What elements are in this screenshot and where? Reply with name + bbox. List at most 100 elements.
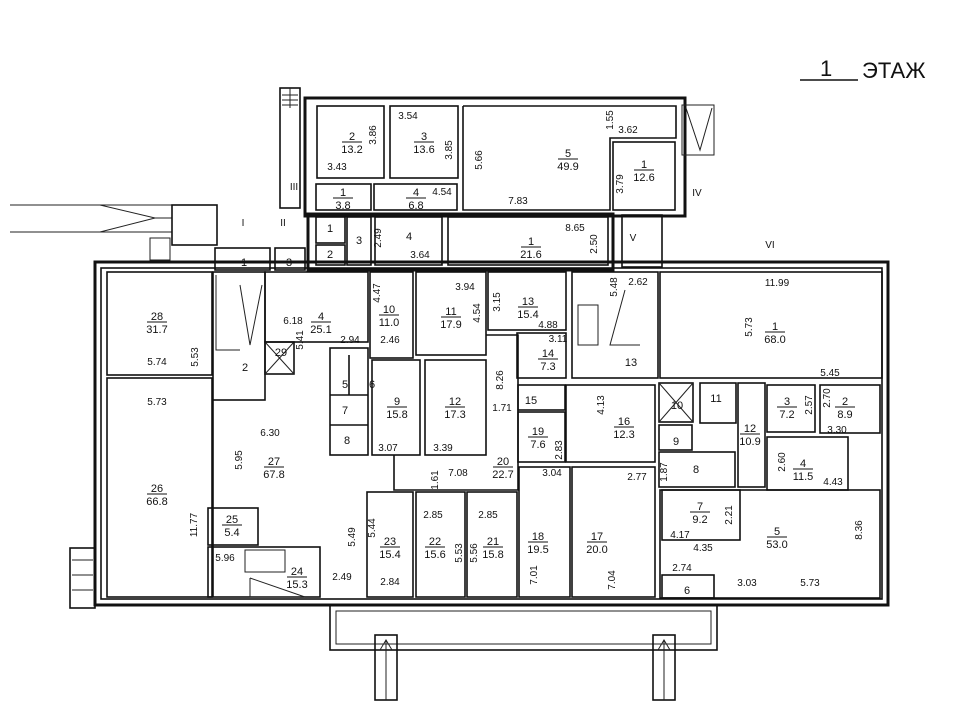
room-m19: 197.6 [528,426,548,451]
room-number: 14 [542,348,554,360]
dimension-label: 5.73 [147,397,167,408]
room-number: 3 [421,131,427,143]
dimension-label: 2.57 [804,395,815,415]
dimension-label: 7.08 [448,468,468,479]
annex-stair [279,87,301,209]
dimension-label: 5.66 [474,150,485,170]
room-number-plain: 6 [369,379,375,391]
room-number: 18 [532,531,544,543]
room-u2: 213.2 [341,131,362,156]
dimension-label: 2.77 [627,472,647,483]
dimension-label: 2.85 [478,510,498,521]
dimension-label: 4.47 [372,283,383,303]
room-area: 15.4 [517,309,538,321]
room-number-plain: 29 [275,347,287,359]
dimension-label: 4.43 [823,477,843,488]
room-number: 3 [784,396,790,408]
entrance-label: VI [765,240,774,251]
room-number: 26 [151,483,163,495]
dimension-label: 7.01 [529,565,540,585]
dimension-label: 3.62 [618,125,638,136]
room-number: 9 [394,396,400,408]
room-number: 19 [532,426,544,438]
dimension-label: 3.03 [737,578,757,589]
room-area: 19.5 [527,544,548,556]
room-number: 28 [151,311,163,323]
room-number: 1 [772,321,778,333]
dimension-label: 3.43 [327,162,347,173]
room-area: 12.6 [633,172,654,184]
entrance-label: IV [692,188,702,199]
dimension-label: 2.85 [423,510,443,521]
room-area: 22.7 [492,469,513,481]
room-area: 13.2 [341,144,362,156]
room-number-plain: 1 [241,257,247,269]
room-r7: 79.2 [690,501,710,526]
room-number-plain: 5 [342,379,348,391]
entrance-label: II [280,218,286,229]
dimension-label: 5.49 [347,527,358,547]
entrance-label: I [242,218,245,229]
dimension-label: 5.56 [469,543,480,563]
room-number: 11 [445,306,456,318]
dimension-label: 1.71 [492,403,512,414]
dimension-label: 3.07 [378,443,398,454]
dimension-label: 2.21 [724,505,735,525]
room-number-plain: 8 [693,464,699,476]
room-area: 15.4 [379,549,400,561]
dimension-label: 3.79 [615,174,626,194]
room-number: 7 [697,501,703,513]
room-area: 53.0 [766,539,787,551]
room-number: 12 [449,396,461,408]
room-number: 1 [528,236,534,248]
room-number: 23 [384,536,396,548]
room-r4: 411.5 [793,458,814,483]
room-area: 11.5 [793,471,814,483]
room-r2: 28.9 [835,396,855,421]
room-number: 2 [842,396,848,408]
room-number-plain: 6 [684,585,690,597]
room-number-plain: 10 [671,400,683,412]
dimension-label: 2.70 [822,388,833,408]
room-number-plain: 2 [327,249,333,261]
room-u1b: 13.8 [333,187,353,212]
room-number-plain: 3 [286,257,292,269]
dimension-label: 3.54 [398,111,418,122]
dimension-label: 5.44 [367,518,378,538]
room-u3: 313.6 [413,131,434,156]
room-area: 8.9 [837,409,852,421]
room-r3: 37.2 [777,396,797,421]
dimension-label: 4.54 [432,187,452,198]
dimension-label: 3.64 [410,250,430,261]
room-area: 31.7 [146,324,167,336]
room-number: 13 [522,296,534,308]
dimension-label: 5.48 [609,277,620,297]
room-area: 15.3 [286,579,307,591]
room-r5: 553.0 [766,526,787,551]
room-number: 17 [591,531,603,543]
dimension-label: 6.18 [283,316,303,327]
room-u1a: 112.6 [633,159,654,184]
dimension-labels: 3.863.433.543.855.661.553.623.794.547.83… [147,110,865,590]
room-area: 15.8 [386,409,407,421]
room-number-plain: 9 [673,436,679,448]
room-number: 10 [383,304,395,316]
dimension-label: 5.53 [454,543,465,563]
room-area: 25.1 [310,324,331,336]
dimension-label: 5.53 [190,347,201,367]
dimension-label: 3.85 [444,140,455,160]
room-m25: 255.4 [222,514,242,539]
room-number: 16 [618,416,630,428]
room-number-plain: 13 [625,357,637,369]
dimension-label: 4.17 [670,530,690,541]
